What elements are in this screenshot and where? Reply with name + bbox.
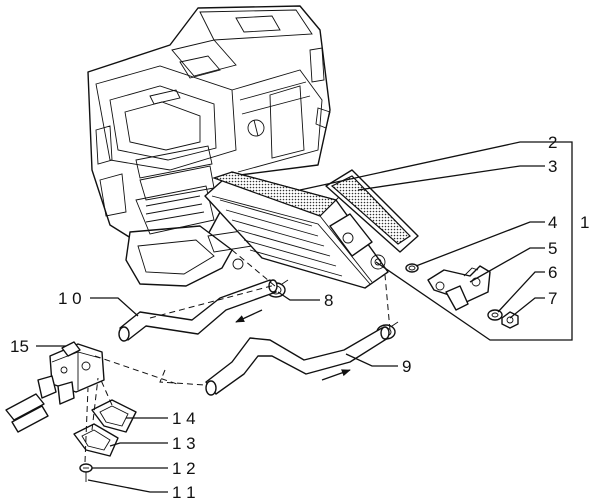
- callout-3: 3: [548, 157, 557, 176]
- core-seal: [325, 169, 419, 253]
- callout-12: 1 2: [172, 459, 196, 478]
- screw: [79, 463, 93, 482]
- callout-14: 1 4: [172, 409, 196, 428]
- assembly-line: [384, 274, 391, 331]
- assembly-line: [84, 387, 89, 463]
- washer: [487, 309, 503, 321]
- assembly-line: [99, 377, 113, 406]
- nut: [501, 311, 519, 329]
- callout-9: 9: [402, 357, 411, 376]
- trim-ring: [91, 399, 137, 433]
- callout-2: 2: [548, 133, 557, 152]
- flow-arrow: [321, 369, 351, 381]
- callout-6: 6: [548, 263, 557, 282]
- assembly-line: [91, 377, 99, 431]
- callout-5: 5: [548, 239, 557, 258]
- callout-7: 7: [548, 289, 557, 308]
- callout-15: 15: [10, 337, 29, 356]
- hose-upper: [118, 279, 278, 342]
- callout-8: 8: [324, 291, 333, 310]
- fitting-bracket: [427, 265, 491, 311]
- water-valve: [5, 341, 105, 433]
- o-ring: [405, 263, 419, 273]
- callout-1: 1: [580, 213, 589, 232]
- assembly-line: [159, 369, 206, 386]
- callout-4: 4: [548, 213, 557, 232]
- callout-11: 1 1: [172, 483, 196, 502]
- assembly-line: [94, 355, 181, 386]
- leader-lines: [36, 141, 573, 493]
- heater-core: [204, 171, 389, 289]
- heater-housing: [87, 5, 331, 287]
- callout-13: 1 3: [172, 434, 196, 453]
- assembly-line: [149, 284, 276, 319]
- flow-arrow: [235, 309, 263, 323]
- gasket-ring: [73, 423, 119, 457]
- hose-lower: [205, 326, 390, 396]
- callout-10: 1 0: [58, 289, 82, 308]
